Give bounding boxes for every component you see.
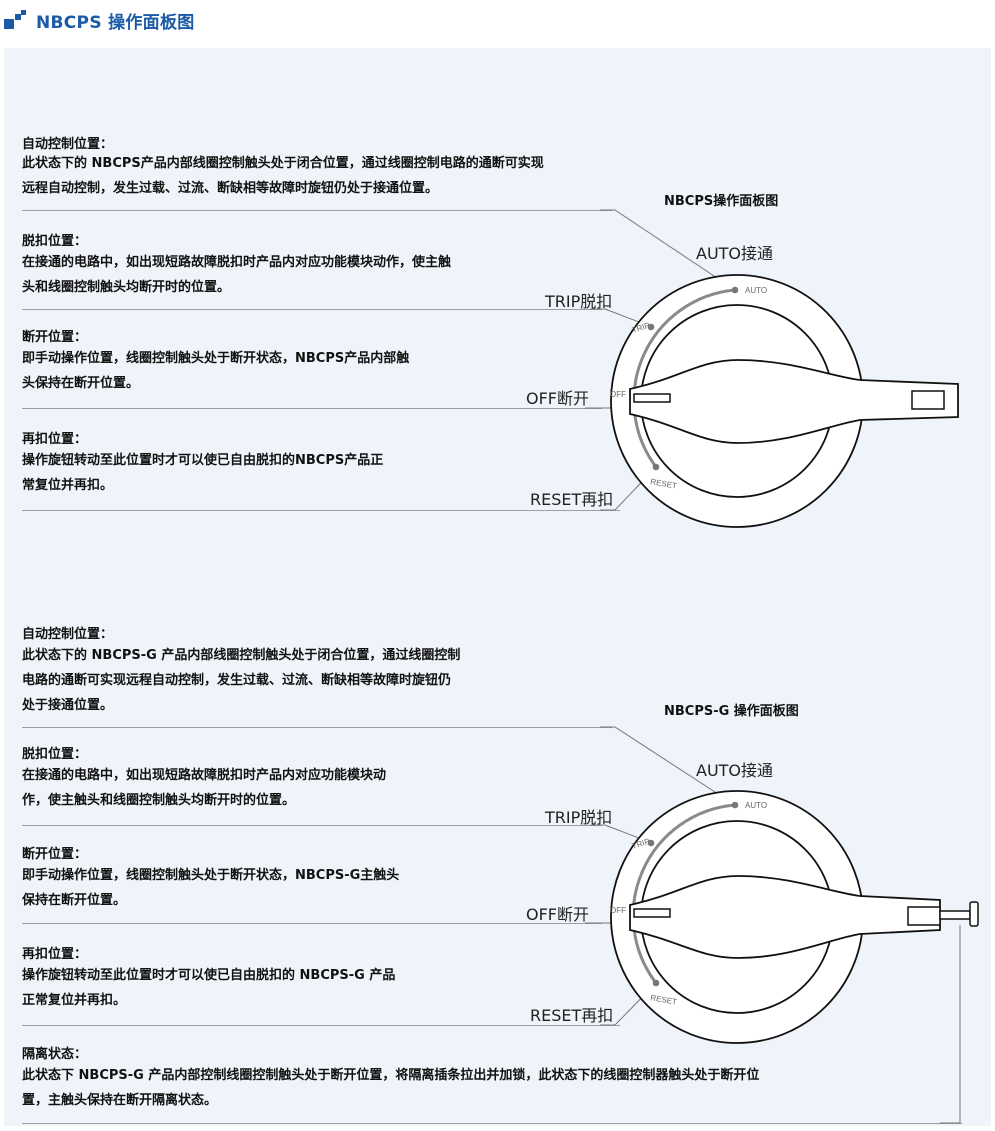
page-header: NBCPS 操作面板图 (4, 8, 195, 33)
dial-mark-auto: AUTO (745, 286, 767, 295)
dial-mark-auto: AUTO (745, 801, 767, 810)
auto-dot (731, 286, 739, 294)
position-label-reset: RESET再扣 (530, 1006, 614, 1025)
leader-line-auto (600, 726, 736, 806)
separator-line (22, 727, 612, 728)
reset-block-title: 再扣位置： (22, 947, 88, 962)
off-block-title: 断开位置： (22, 847, 88, 862)
reset-block-title: 再扣位置： (22, 432, 88, 447)
position-label-auto: AUTO接通 (696, 761, 774, 780)
diagram-title: NBCPS-G 操作面板图 (664, 704, 799, 719)
rotary-handle (629, 359, 959, 444)
brand-squares-icon (4, 10, 28, 30)
position-arc (632, 288, 736, 468)
separator-line (22, 1123, 962, 1124)
separator-line (22, 923, 602, 924)
trip-block-title: 脱扣位置： (22, 747, 88, 762)
diagram-title: NBCPS操作面板图 (664, 194, 779, 209)
auto-dot (731, 801, 739, 809)
page-title: NBCPS 操作面板图 (36, 12, 195, 33)
trip-dot (647, 839, 655, 847)
isolation-block-line: 置，主触头保持在断开隔离状态。 (22, 1093, 218, 1108)
separator-line (22, 825, 602, 826)
isolation-plug-head (969, 901, 979, 927)
position-label-trip: TRIP脱扣 (545, 808, 613, 827)
trip-block-title: 脱扣位置： (22, 234, 88, 249)
dial-mark-off: OFF (610, 390, 626, 399)
reset-block-line: 常复位并再扣。 (22, 478, 114, 493)
reset-block-line: 正常复位并再扣。 (22, 993, 127, 1008)
position-label-auto: AUTO接通 (696, 244, 774, 263)
rotary-switch-diagram: AUTO TRIP OFF RESET (585, 209, 959, 528)
auto-block-title: 自动控制位置： (22, 627, 114, 642)
position-label-trip: TRIP脱扣 (545, 292, 613, 311)
trip-block-line: 作，使主触头和线圈控制触头均断开时的位置。 (22, 793, 296, 808)
separator-line (22, 309, 602, 310)
trip-block-line: 头和线圈控制触头均断开时的位置。 (22, 280, 231, 295)
off-block-line: 即手动操作位置，线圈控制触头处于断开状态，NBCPS产品内部触 (22, 351, 410, 366)
handle-end-slot (911, 390, 945, 410)
dial-mark-off: OFF (610, 906, 626, 915)
reset-block-line: 操作旋钮转动至此位置时才可以使已自由脱扣的NBCPS产品正 (22, 453, 384, 468)
separator-line (22, 210, 612, 211)
reset-dot (652, 463, 660, 471)
auto-block-line: 处于接通位置。 (22, 698, 114, 713)
auto-block-line: 此状态下的 NBCPS-G 产品内部线圈控制触头处于闭合位置，通过线圈控制 (22, 648, 461, 663)
off-block-title: 断开位置： (22, 330, 88, 345)
position-arc (631, 803, 736, 984)
position-label-off: OFF断开 (526, 389, 590, 408)
reset-dot (652, 979, 660, 987)
isolation-block-line: 此状态下 NBCPS-G 产品内部控制线圈控制触头处于断开位置，将隔离插条拉出并… (22, 1068, 760, 1083)
trip-dot (647, 323, 655, 331)
handle-indicator-slot (633, 393, 671, 403)
off-block-line: 保持在断开位置。 (22, 893, 127, 908)
handle-end-slot (907, 906, 941, 926)
auto-block-line: 电路的通断可实现远程自动控制，发生过载、过流、断缺相等故障时旋钮仍 (22, 673, 452, 688)
reset-block-line: 操作旋钮转动至此位置时才可以使已自由脱扣的 NBCPS-G 产品 (22, 968, 396, 983)
leader-line-trip (590, 308, 653, 328)
leader-line-trip (590, 824, 653, 844)
off-block-line: 头保持在断开位置。 (22, 376, 140, 391)
separator-line (22, 510, 620, 511)
auto-block-title: 自动控制位置： (22, 137, 114, 152)
separator-line (22, 408, 602, 409)
position-label-reset: RESET再扣 (530, 490, 614, 509)
handle-indicator-slot (633, 908, 671, 918)
rotary-handle (629, 875, 941, 959)
isolation-block-title: 隔离状态： (22, 1047, 88, 1062)
auto-block-line: 此状态下的 NBCPS产品内部线圈控制触头处于闭合位置，通过线圈控制电路的通断可… (22, 156, 544, 171)
leader-line-isolation (940, 925, 961, 1124)
separator-line (22, 1025, 620, 1026)
auto-block-line: 远程自动控制，发生过载、过流、断缺相等故障时旋钮仍处于接通位置。 (22, 181, 439, 196)
trip-block-line: 在接通的电路中，如出现短路故障脱扣时产品内对应功能模块动作，使主触 (22, 255, 452, 270)
off-block-line: 即手动操作位置，线圈控制触头处于断开状态，NBCPS-G主触头 (22, 868, 400, 883)
isolation-plug-stem (939, 910, 971, 920)
leader-line-auto (600, 209, 736, 291)
trip-block-line: 在接通的电路中，如出现短路故障脱扣时产品内对应功能模块动 (22, 768, 387, 783)
position-label-off: OFF断开 (526, 905, 590, 924)
